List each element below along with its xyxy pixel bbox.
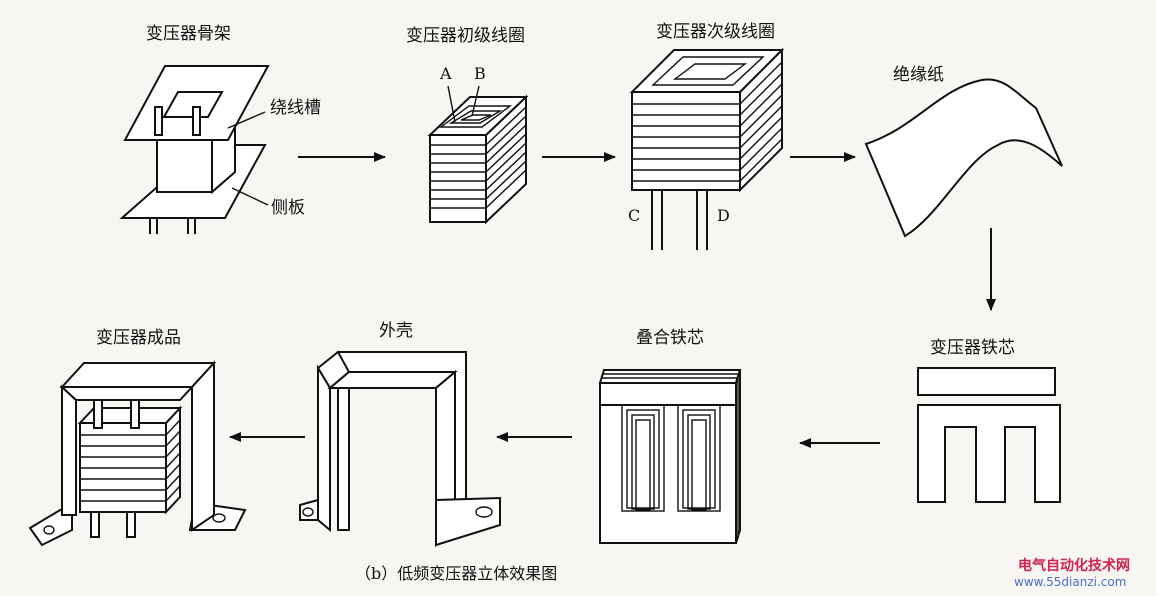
label-finished: 变压器成品 <box>96 328 181 348</box>
stacked-core-illustration <box>598 369 742 544</box>
shell-illustration <box>299 350 501 548</box>
label-bobbin: 变压器骨架 <box>146 24 231 44</box>
label-secondary-coil: 变压器次级线圈 <box>656 22 775 42</box>
label-terminal-b: B <box>474 64 486 83</box>
label-insulating-paper: 绝缘纸 <box>893 65 944 85</box>
label-primary-coil: 变压器初级线圈 <box>406 26 525 46</box>
label-side-plate: 侧板 <box>271 198 305 218</box>
watermark-url: www.55dianzi.com <box>1014 575 1127 589</box>
figure-caption: （b）低频变压器立体效果图 <box>355 564 558 583</box>
secondary-coil-illustration <box>629 47 785 250</box>
label-terminal-a: A <box>440 64 452 83</box>
finished-transformer-illustration <box>28 360 247 547</box>
label-stacked-core: 叠合铁芯 <box>636 328 704 348</box>
label-iron-core: 变压器铁芯 <box>930 338 1015 358</box>
label-winding-slot: 绕线槽 <box>270 98 321 118</box>
flow-arrows <box>229 152 996 448</box>
iron-core-illustration <box>917 367 1061 503</box>
primary-coil-illustration <box>427 85 529 225</box>
label-shell: 外壳 <box>379 321 413 341</box>
label-terminal-d: D <box>717 206 730 225</box>
watermark-site-name: 电气自动化技术网 <box>1018 558 1130 574</box>
label-terminal-c: C <box>628 206 641 225</box>
insulating-paper-illustration <box>864 78 1063 238</box>
bobbin-illustration <box>119 65 270 234</box>
